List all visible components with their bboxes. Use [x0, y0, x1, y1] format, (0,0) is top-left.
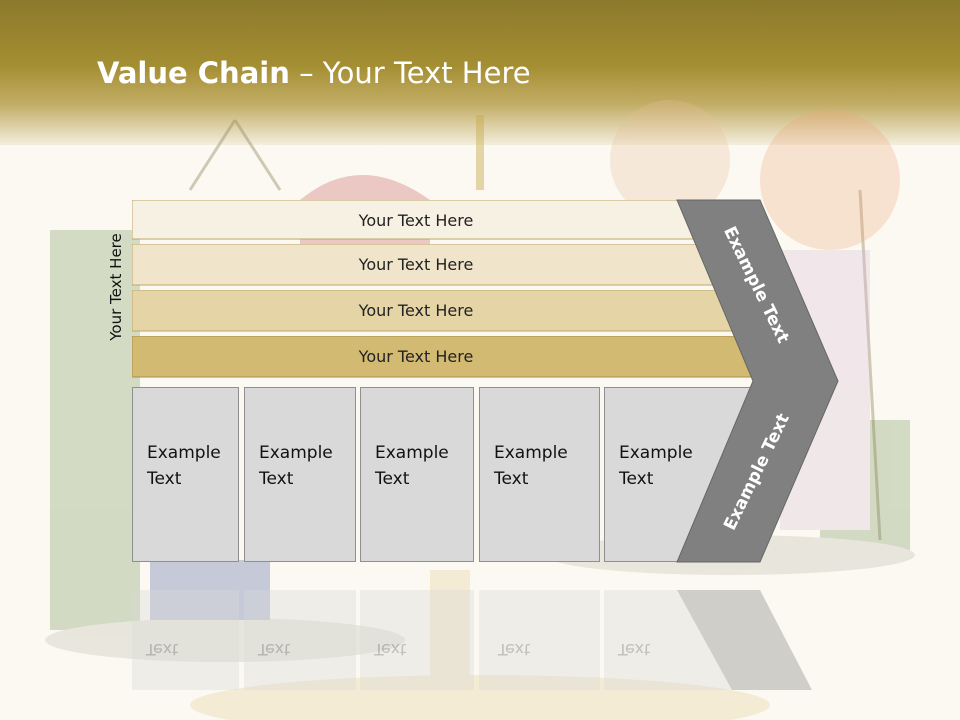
- box-line-2: Text: [259, 469, 294, 489]
- slide-title-bold: Value Chain: [97, 56, 290, 90]
- box-line-1: Example: [259, 443, 333, 463]
- example-box-2: Example Text: [244, 387, 356, 562]
- band-label: Your Text Here: [358, 210, 474, 230]
- box-line-1: Example: [619, 443, 693, 463]
- example-box-3: Example Text: [360, 387, 474, 562]
- band-label: Your Text Here: [358, 254, 474, 274]
- box-line-1: Example: [147, 443, 221, 463]
- example-box-1: Example Text: [132, 387, 239, 562]
- band-label: Your Text Here: [358, 346, 474, 366]
- box-line-2: Text: [375, 469, 410, 489]
- title-bar: [0, 0, 960, 145]
- band-label: Your Text Here: [358, 300, 474, 320]
- box-line-2: Text: [147, 469, 182, 489]
- example-box-4: Example Text: [479, 387, 600, 562]
- slide-title-rest: – Your Text Here: [289, 56, 531, 90]
- slide-title: Value Chain – Your Text Here: [97, 56, 531, 90]
- box-line-2: Text: [494, 469, 529, 489]
- box-line-1: Example: [375, 443, 449, 463]
- box-line-1: Example: [494, 443, 568, 463]
- box-line-2: Text: [619, 469, 654, 489]
